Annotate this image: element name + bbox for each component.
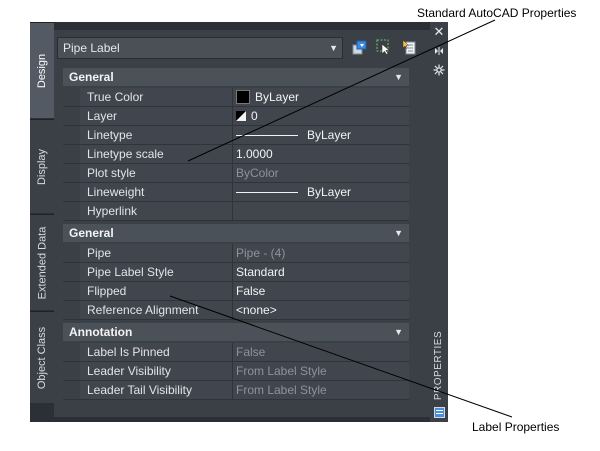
property-name: Hyperlink	[80, 202, 233, 220]
rows-general-standard: True Color ByLayer Layer 0 Linetype ByLa…	[63, 88, 409, 221]
property-row-linetype-scale[interactable]: Linetype scale 1.0000	[63, 145, 409, 164]
palette-title: PROPERTIES	[433, 330, 445, 400]
property-row-pipe[interactable]: Pipe Pipe - (4)	[63, 244, 409, 263]
property-value-text: Pipe - (4)	[236, 245, 286, 260]
chevron-down-icon: ▼	[394, 72, 403, 82]
property-value[interactable]: False	[233, 282, 409, 300]
property-value[interactable]: 0	[233, 107, 409, 125]
tab-design[interactable]: Design	[30, 22, 54, 118]
property-value[interactable]: <none>	[233, 301, 409, 319]
property-value[interactable]	[233, 202, 409, 220]
tab-display-label: Display	[36, 148, 49, 185]
property-value-text: ByLayer	[307, 127, 352, 142]
layer-icon	[236, 111, 246, 121]
property-value: Pipe - (4)	[233, 244, 409, 262]
object-type-dropdown[interactable]: Pipe Label ▼	[57, 37, 343, 59]
linetype-preview	[236, 134, 298, 136]
property-row-layer[interactable]: Layer 0	[63, 107, 409, 126]
property-name: Label Is Pinned	[80, 343, 233, 361]
property-value-text: False	[236, 344, 266, 359]
quick-select-icon	[352, 40, 367, 55]
property-row-hyperlink[interactable]: Hyperlink	[63, 202, 409, 221]
color-swatch	[236, 90, 250, 104]
property-value-text: 0	[251, 108, 258, 123]
property-name: Linetype scale	[80, 145, 233, 163]
property-row-true-color[interactable]: True Color ByLayer	[63, 88, 409, 107]
property-name: Leader Tail Visibility	[80, 381, 233, 399]
property-value[interactable]: ByLayer	[233, 88, 409, 106]
property-row-linetype[interactable]: Linetype ByLayer	[63, 126, 409, 145]
property-row-reference-alignment[interactable]: Reference Alignment <none>	[63, 301, 409, 320]
object-type-value: Pipe Label	[63, 41, 120, 55]
property-value-text: Standard	[236, 264, 285, 279]
callout-label-properties: Label Properties	[472, 420, 560, 434]
quick-select-button[interactable]	[351, 38, 369, 56]
chevron-down-icon: ▼	[394, 228, 403, 238]
property-value-text: <none>	[236, 302, 277, 317]
tab-extended-data-label: Extended Data	[36, 226, 48, 299]
rows-annotation: Label Is Pinned False Leader Visibility …	[63, 343, 409, 400]
auto-hide-icon[interactable]	[433, 45, 445, 57]
tab-object-class-label: Object Class	[36, 326, 49, 389]
tab-extended-data[interactable]: Extended Data	[30, 214, 54, 310]
property-name: Layer	[80, 107, 233, 125]
chevron-down-icon: ▼	[329, 43, 338, 53]
property-value: From Label Style	[233, 362, 409, 380]
chevron-down-icon: ▼	[394, 327, 403, 337]
tab-object-class[interactable]: Object Class	[30, 311, 54, 403]
property-value[interactable]: ByLayer	[233, 126, 409, 144]
section-annotation[interactable]: Annotation ▼	[63, 323, 409, 341]
property-row-pipe-label-style[interactable]: Pipe Label Style Standard	[63, 263, 409, 282]
section-general-label[interactable]: General ▼	[63, 224, 409, 242]
property-name: True Color	[80, 88, 233, 106]
property-value-text: From Label Style	[236, 363, 327, 378]
property-row-flipped[interactable]: Flipped False	[63, 282, 409, 301]
property-row-plot-style[interactable]: Plot style ByColor	[63, 164, 409, 183]
property-value[interactable]: 1.0000	[233, 145, 409, 163]
property-row-label-is-pinned[interactable]: Label Is Pinned False	[63, 343, 409, 362]
property-name: Lineweight	[80, 183, 233, 201]
property-name: Plot style	[80, 164, 233, 182]
settings-icon[interactable]	[433, 64, 445, 76]
property-value: False	[233, 343, 409, 361]
property-name: Flipped	[80, 282, 233, 300]
property-value-text: ByLayer	[307, 184, 352, 199]
property-name: Leader Visibility	[80, 362, 233, 380]
section-title: General	[69, 226, 114, 240]
property-row-lineweight[interactable]: Lineweight ByLayer	[63, 183, 409, 202]
section-title: General	[69, 70, 114, 84]
property-name: Reference Alignment	[80, 301, 233, 319]
select-objects-icon	[376, 39, 390, 55]
property-value-text: ByLayer	[255, 89, 300, 104]
lineweight-preview	[236, 191, 298, 193]
section-title: Annotation	[69, 325, 133, 339]
tab-display[interactable]: Display	[30, 119, 54, 213]
property-value[interactable]: Standard	[233, 263, 409, 281]
section-general-standard[interactable]: General ▼	[63, 68, 409, 86]
property-row-leader-tail-visibility[interactable]: Leader Tail Visibility From Label Style	[63, 381, 409, 400]
select-objects-button[interactable]	[375, 38, 393, 56]
property-value-text: False	[236, 283, 266, 298]
property-name: Pipe Label Style	[80, 263, 233, 281]
pickadd-icon	[402, 39, 416, 55]
palette-properties-icon[interactable]	[434, 405, 445, 418]
tab-design-label: Design	[36, 53, 48, 88]
callout-standard-properties: Standard AutoCAD Properties	[417, 6, 577, 20]
property-name: Pipe	[80, 244, 233, 262]
property-value[interactable]: ByLayer	[233, 183, 409, 201]
property-value: ByColor	[233, 164, 409, 182]
toggle-pickadd-button[interactable]	[399, 38, 417, 56]
close-icon[interactable]: ✕	[433, 24, 445, 39]
property-value-text: ByColor	[236, 165, 279, 180]
property-value: From Label Style	[233, 381, 409, 399]
property-value-text: From Label Style	[236, 382, 327, 397]
property-row-leader-visibility[interactable]: Leader Visibility From Label Style	[63, 362, 409, 381]
rows-general-label: Pipe Pipe - (4) Pipe Label Style Standar…	[63, 244, 409, 320]
property-name: Linetype	[80, 126, 233, 144]
property-value-text: 1.0000	[236, 146, 273, 161]
